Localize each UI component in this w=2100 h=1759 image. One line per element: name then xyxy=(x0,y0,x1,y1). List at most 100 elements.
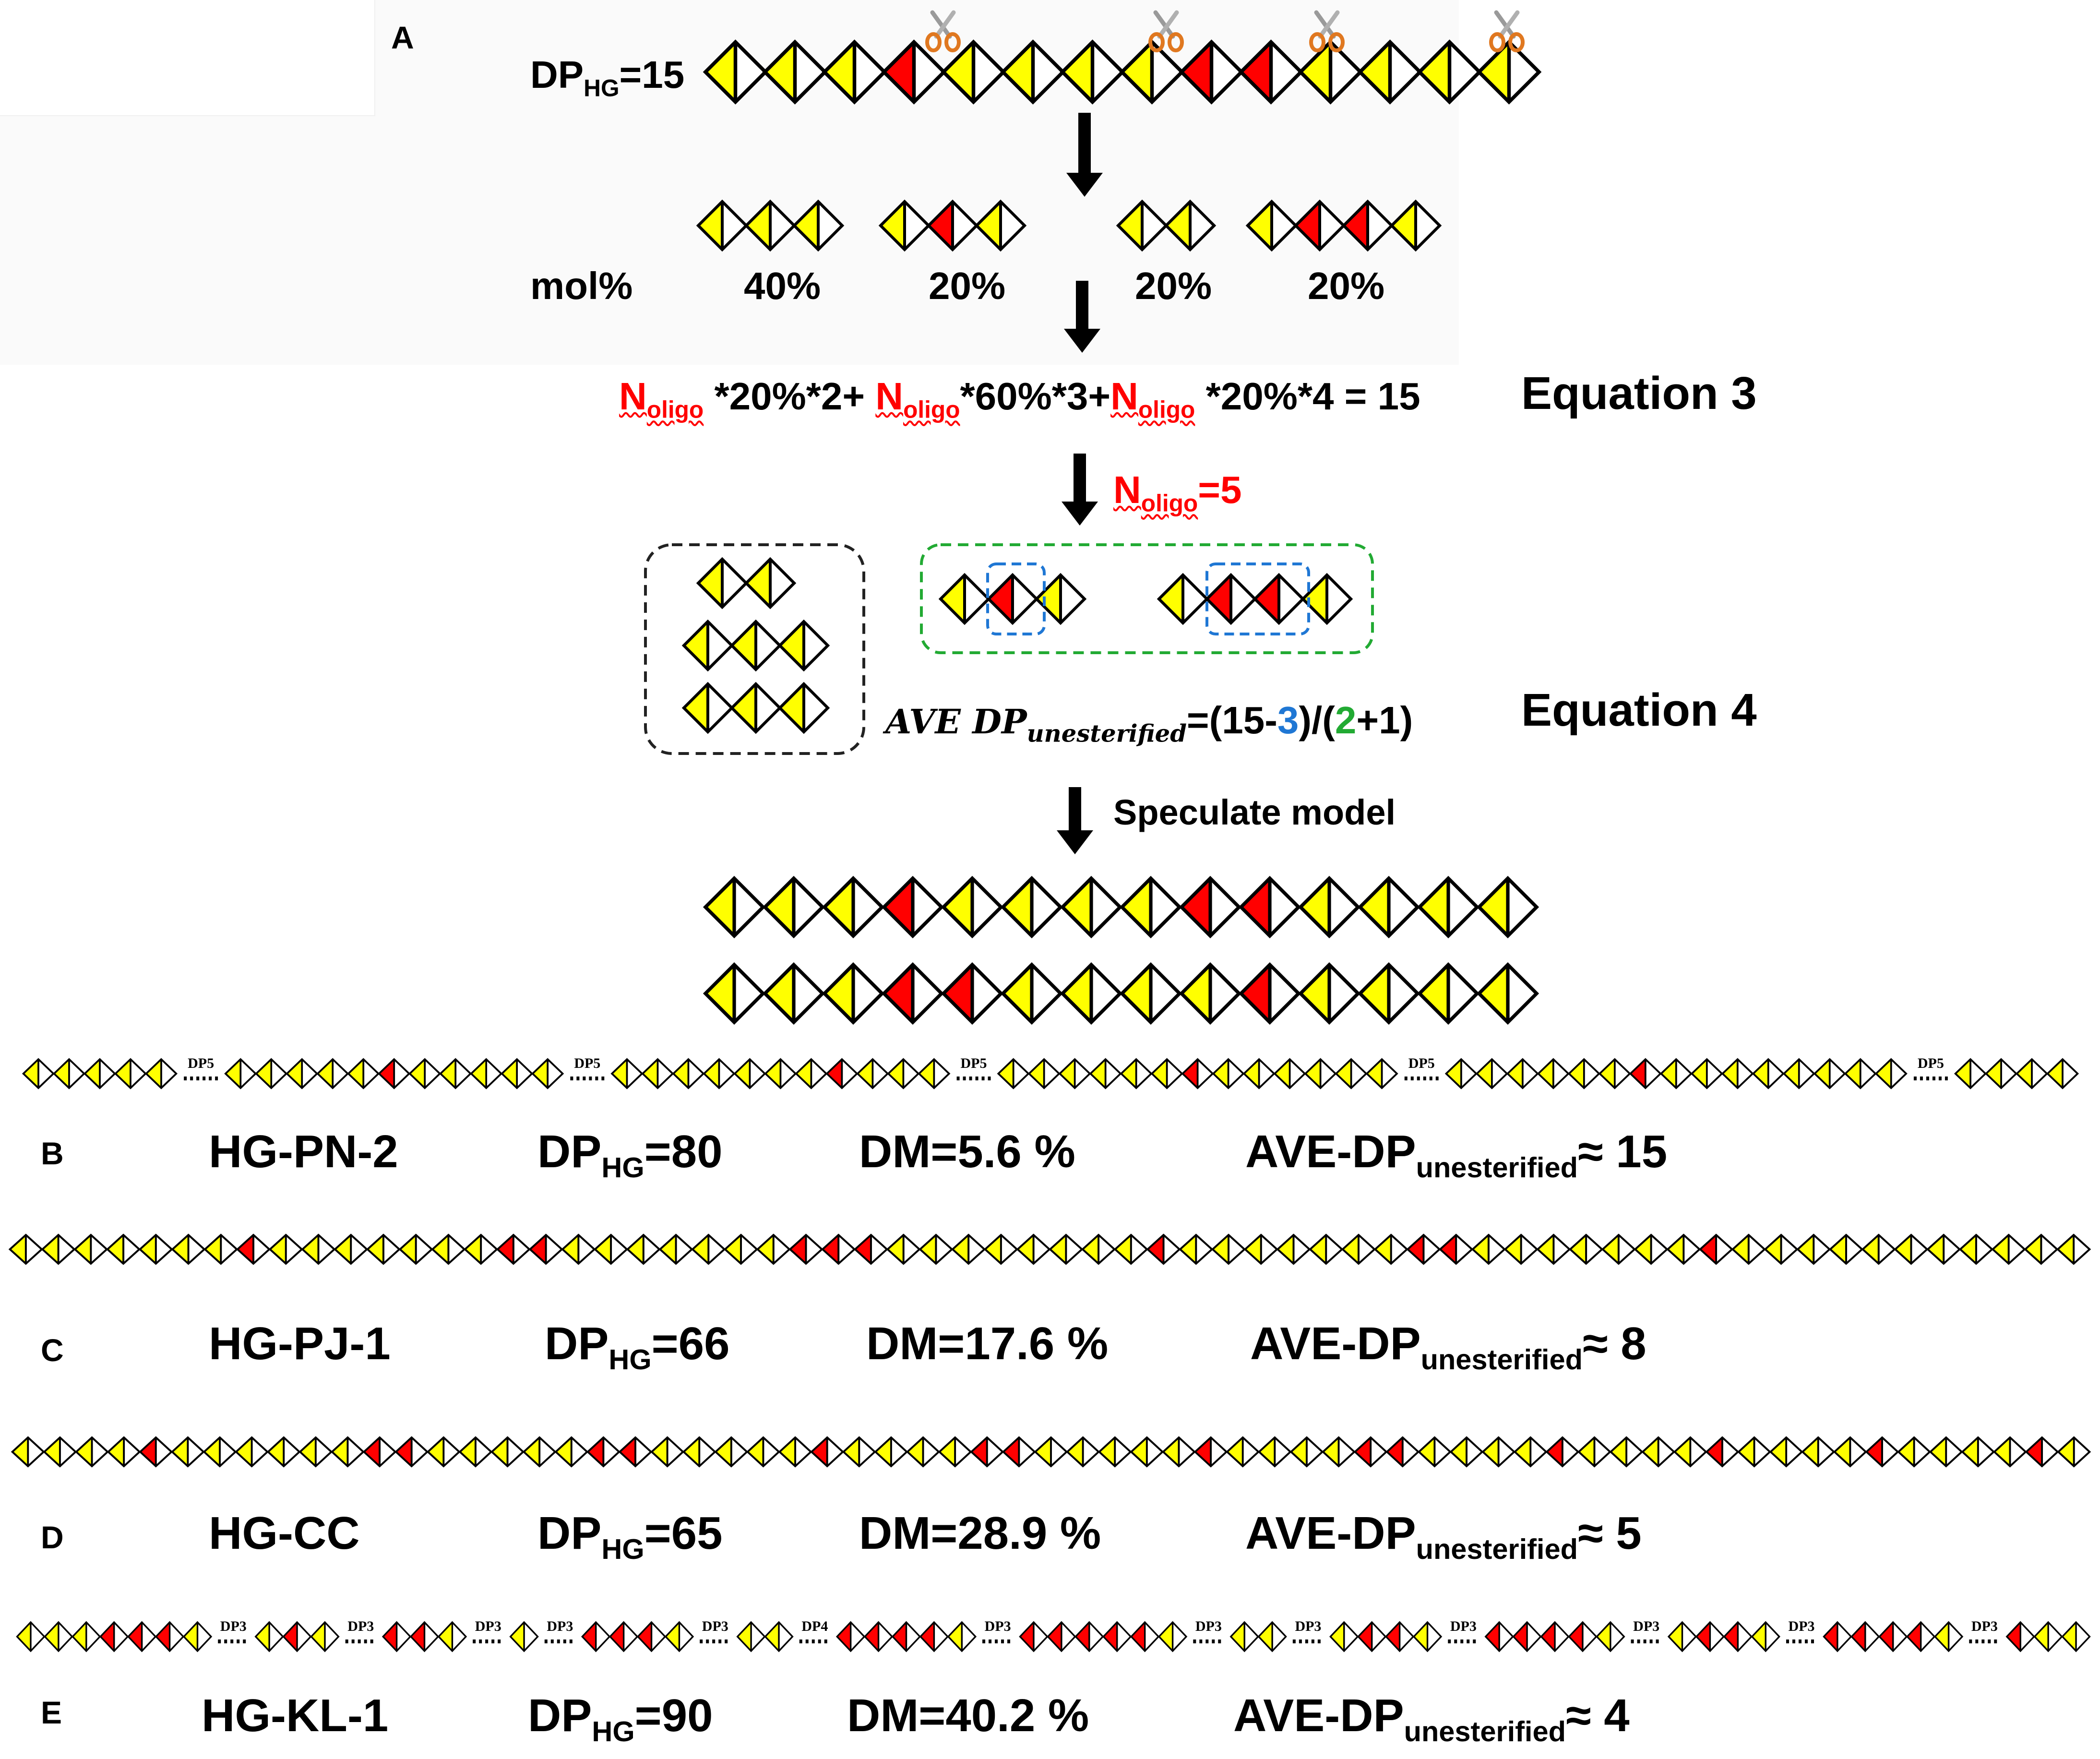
unesterified-residue xyxy=(1513,1436,1548,1468)
unesterified-residue xyxy=(1298,962,1361,1025)
unesterified-residue xyxy=(1503,1233,1539,1265)
unesterified-residue xyxy=(974,199,1027,252)
methylesterified-residue xyxy=(825,1058,859,1089)
methylesterified-residue xyxy=(1019,1621,1049,1652)
unesterified-residue xyxy=(72,1621,101,1652)
unesterified-residue xyxy=(842,1436,876,1468)
unesterified-residue xyxy=(1034,1436,1068,1468)
unesterified-residue xyxy=(490,1436,525,1468)
unesterified-residue xyxy=(703,1058,736,1089)
unesterified-residue xyxy=(268,1233,303,1265)
unesterified-residue xyxy=(983,1233,1019,1265)
unesterified-residue xyxy=(2056,1233,2091,1265)
panel-letter-e: E xyxy=(41,1695,62,1730)
unesterified-residue xyxy=(1737,1436,1772,1468)
unesterified-residue xyxy=(1322,1436,1356,1468)
methylesterified-residue xyxy=(863,1621,894,1652)
unesterified-residue xyxy=(1257,1621,1287,1652)
unesterified-residue xyxy=(1027,1058,1061,1089)
unesterified-residue xyxy=(1229,1621,1259,1652)
panel-a-background-cutout xyxy=(0,0,375,116)
methylesterified-residue xyxy=(382,1621,412,1652)
unesterified-residue xyxy=(703,962,766,1025)
methylesterified-residue xyxy=(618,1436,653,1468)
unesterified-residue xyxy=(2015,1058,2049,1089)
unesterified-residue xyxy=(106,1233,141,1265)
methylesterified-residue xyxy=(1865,1436,1899,1468)
unesterified-residue xyxy=(75,1436,109,1468)
sample-dm: DM=40.2 % xyxy=(847,1690,1089,1741)
gap-dp-label: DP5 xyxy=(188,1055,214,1071)
methylesterified-residue xyxy=(394,1436,429,1468)
fragment-molpct: 20% xyxy=(1135,264,1212,307)
unesterified-residue xyxy=(1764,1233,1799,1265)
unesterified-residue xyxy=(2061,1621,2091,1652)
unesterified-residue xyxy=(1813,1058,1846,1089)
unesterified-residue xyxy=(886,1233,921,1265)
sample-dp: DPHG=65 xyxy=(537,1508,723,1565)
methylesterified-residue xyxy=(970,1436,1004,1468)
unesterified-residue xyxy=(1933,1621,1964,1652)
unesterified-residue xyxy=(1751,1621,1780,1652)
unesterified-residue xyxy=(672,1058,705,1089)
methylesterified-residue xyxy=(835,1621,866,1652)
methylesterified-residue xyxy=(139,1436,173,1468)
unesterified-residue xyxy=(658,1233,693,1265)
sample-name: HG-PN-2 xyxy=(209,1126,398,1177)
sample-dp: DPHG=66 xyxy=(545,1318,730,1376)
unesterified-residue xyxy=(777,619,830,672)
unesterified-residue xyxy=(681,682,734,734)
unesterified-residue xyxy=(756,1233,791,1265)
gap-dp-label: DP3 xyxy=(1195,1618,1222,1634)
gap-dp-label: DP3 xyxy=(220,1618,247,1634)
gap-dp-label: DP4 xyxy=(801,1618,828,1634)
unesterified-residue xyxy=(1667,1621,1697,1652)
methylesterified-residue xyxy=(941,962,1004,1025)
methylesterified-residue xyxy=(881,39,947,105)
unesterified-residue xyxy=(437,1621,467,1652)
sample-dp: DPHG=80 xyxy=(537,1126,723,1184)
methylesterified-residue xyxy=(528,1233,563,1265)
methylesterified-residue xyxy=(1568,1621,1598,1652)
unesterified-residue xyxy=(1609,1436,1644,1468)
methylesterified-residue xyxy=(821,1233,856,1265)
unesterified-residue xyxy=(938,1436,972,1468)
gap-dp-label: DP5 xyxy=(1918,1055,1944,1071)
unesterified-residue xyxy=(266,1436,301,1468)
unesterified-residue xyxy=(43,1436,77,1468)
unesterified-residue xyxy=(941,875,1004,939)
unesterified-residue xyxy=(1179,962,1242,1025)
methylesterified-residue xyxy=(2025,1436,2059,1468)
unesterified-residue xyxy=(8,1233,44,1265)
gap-dp-label: DP3 xyxy=(1450,1618,1477,1634)
equation-4: AVE DPunesterified=(15-3)/(2+1) xyxy=(885,699,1413,748)
esterified-group-box xyxy=(920,543,1374,654)
unesterified-residue xyxy=(254,1621,284,1652)
methylesterified-residue xyxy=(1047,1621,1076,1652)
down-arrow-head xyxy=(1064,329,1100,353)
unesterified-residue xyxy=(83,1058,117,1089)
methylesterified-residue xyxy=(99,1621,129,1652)
unesterified-residue xyxy=(1417,875,1480,939)
unesterified-residue xyxy=(52,1058,86,1089)
methylesterified-residue xyxy=(236,1233,271,1265)
methylesterified-residue xyxy=(926,199,979,252)
methylesterified-residue xyxy=(1406,1233,1441,1265)
unesterified-residue xyxy=(1164,199,1217,252)
unesterified-residue xyxy=(1475,1058,1508,1089)
unesterified-residue xyxy=(795,1058,828,1089)
methylesterified-residue xyxy=(1906,1621,1936,1652)
methylesterified-residue xyxy=(1074,1621,1104,1652)
unesterified-residue xyxy=(1365,1058,1398,1089)
methylesterified-residue xyxy=(282,1621,312,1652)
unesterified-residue xyxy=(723,1233,759,1265)
sample-ave-dp: AVE-DPunesterified≈ 4 xyxy=(1233,1690,1630,1747)
unesterified-residue xyxy=(1926,1233,1961,1265)
down-arrow-head xyxy=(1066,173,1103,197)
unesterified-residue xyxy=(509,1621,539,1652)
unesterified-residue xyxy=(951,1233,986,1265)
unesterified-residue xyxy=(1049,1233,1084,1265)
unesterified-residue xyxy=(1119,962,1182,1025)
unesterified-residue xyxy=(1929,1436,1963,1468)
